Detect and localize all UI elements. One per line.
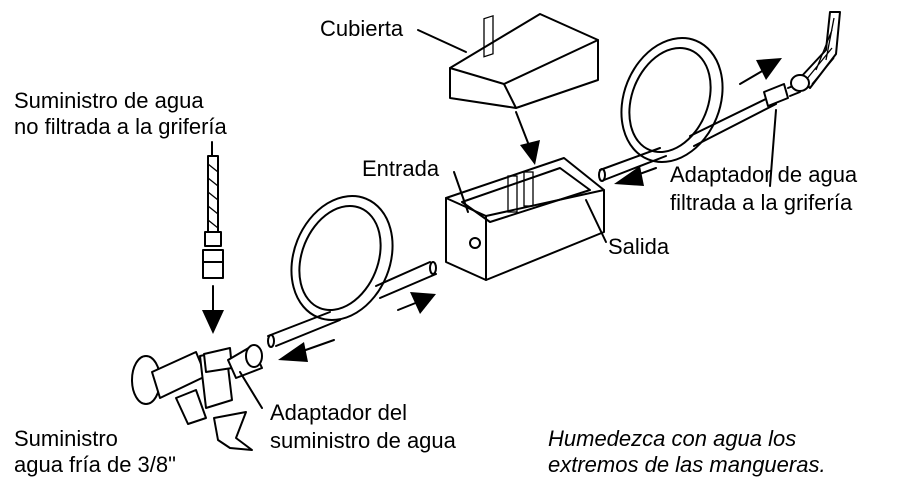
- leader-adaptador-filtrada: [769, 109, 777, 187]
- angle-stop-valve: [131, 344, 263, 451]
- filter-housing: [445, 14, 605, 281]
- label-supply-unfiltered-line1: Suministro de agua: [14, 88, 204, 113]
- arrow-left-to-housing: [614, 166, 657, 186]
- label-salida: Salida: [608, 234, 670, 259]
- arrow-left-to-valve: [278, 339, 335, 362]
- label-entrada: Entrada: [362, 156, 440, 181]
- braided-hose-top: [790, 11, 841, 92]
- arrow-down-to-housing: [515, 111, 540, 165]
- arrow-down-to-valve: [202, 285, 224, 334]
- label-supply-unfiltered-line2: no filtrada a la grifería: [14, 114, 227, 139]
- right-coil-hose: [598, 36, 777, 182]
- label-cold-supply-line2: agua fría de 3/8": [14, 452, 176, 477]
- label-cubierta: Cubierta: [320, 16, 404, 41]
- label-adapter-filtered-line1: Adaptador de agua: [670, 162, 858, 187]
- left-coil-hose: [267, 194, 437, 348]
- filter-cover: [449, 13, 599, 109]
- arrow-up-right-mid: [397, 292, 436, 314]
- leader-salida: [585, 199, 607, 243]
- label-adapter-filtered-line2: filtrada a la grifería: [670, 190, 853, 215]
- note-line2: extremos de las mangueras.: [548, 452, 826, 477]
- leader-cubierta: [417, 29, 467, 53]
- label-cold-supply-line1: Suministro: [14, 426, 118, 451]
- leader-adaptador-suministro: [239, 371, 263, 409]
- arrow-up-right-top: [739, 58, 782, 85]
- label-adapter-supply-line2: suministro de agua: [270, 428, 456, 453]
- note-line1: Humedezca con agua los: [548, 426, 797, 451]
- braided-hose-supply: [202, 155, 224, 279]
- label-adapter-supply-line1: Adaptador del: [270, 400, 407, 425]
- leader-entrada: [453, 171, 469, 213]
